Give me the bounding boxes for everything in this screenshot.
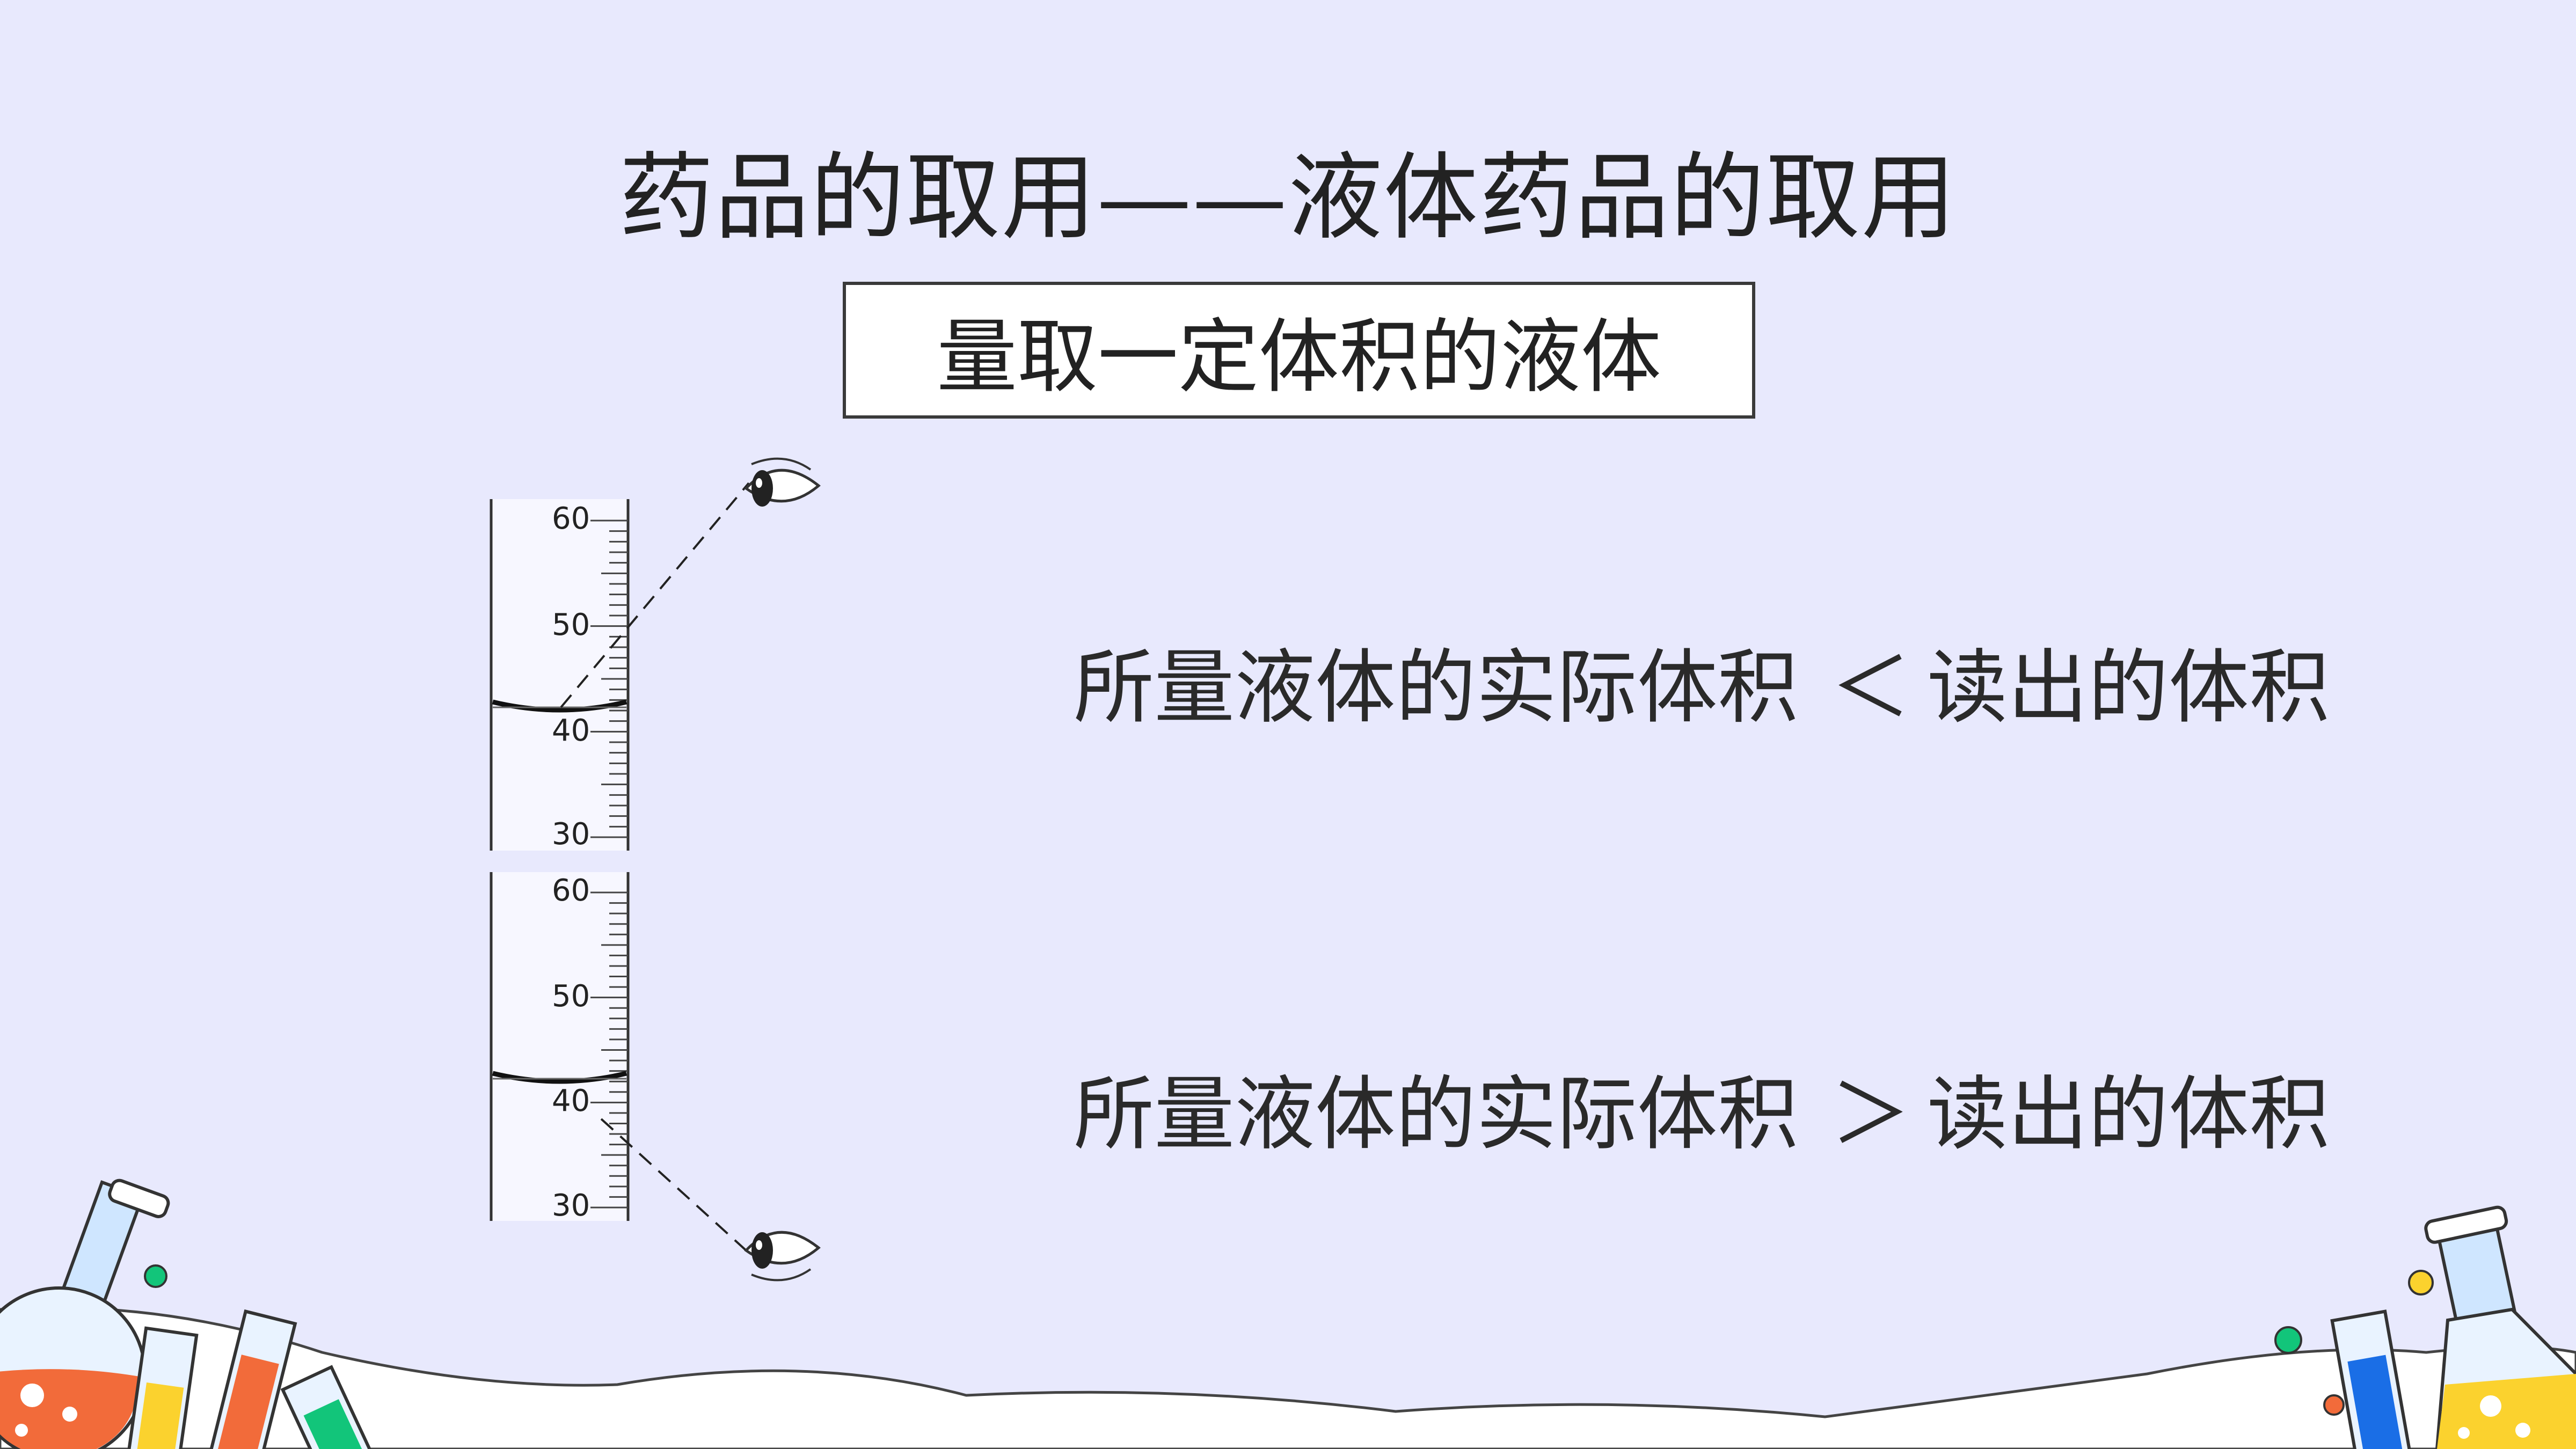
- comparison-2-right: 读出的体积: [1927, 1068, 2330, 1161]
- tick-label-50: 50: [552, 979, 590, 1014]
- graduated-cylinder-bottom: 60 50 40 30: [490, 872, 747, 1252]
- test-tube-icon: [280, 1365, 384, 1449]
- tick-label-30: 30: [552, 1188, 590, 1223]
- comparison-2-operator: ＞: [1830, 1068, 1911, 1161]
- comparison-1-left: 所量液体的实际体积: [1074, 641, 1799, 735]
- sight-line: [560, 482, 750, 708]
- bubble-icon: [144, 1264, 167, 1288]
- subtitle-box: 量取一定体积的液体: [843, 282, 1755, 419]
- tick-label-30: 30: [552, 817, 590, 852]
- tick-label-60: 60: [552, 873, 590, 908]
- eye-icon: [744, 457, 821, 507]
- comparison-row-2: 所量液体的实际体积 ＞读出的体积: [1074, 1049, 2330, 1166]
- flask-icon: [0, 1179, 170, 1449]
- meniscus: [492, 699, 627, 713]
- test-tube-icon: [125, 1326, 199, 1449]
- comparison-row-1: 所量液体的实际体积 ＜读出的体积: [1074, 623, 2330, 739]
- comparison-2-left: 所量液体的实际体积: [1074, 1068, 1799, 1161]
- eye-icon: [744, 1231, 821, 1282]
- comparison-1-operator: ＜: [1830, 641, 1911, 735]
- tick-label-50: 50: [552, 608, 590, 642]
- cloud-ground: [0, 1306, 2576, 1449]
- bubble-icon: [2408, 1270, 2434, 1296]
- bubble-icon: [2274, 1326, 2302, 1354]
- flask-icon: [2424, 1205, 2576, 1449]
- bubble-icon: [2323, 1394, 2345, 1416]
- comparison-1-right: 读出的体积: [1927, 641, 2330, 735]
- subtitle-text: 量取一定体积的液体: [936, 311, 1661, 404]
- test-tube-icon: [2330, 1309, 2415, 1449]
- sight-line: [600, 1118, 747, 1252]
- tick-label-40: 40: [552, 713, 590, 748]
- meniscus: [492, 1071, 627, 1084]
- page-title: 药品的取用——液体药品的取用: [619, 143, 1957, 253]
- test-tube-icon: [206, 1309, 297, 1449]
- tick-label-60: 60: [552, 501, 590, 536]
- graduated-cylinder-top: 60 50 40 30: [490, 482, 750, 852]
- tick-label-40: 40: [552, 1084, 590, 1118]
